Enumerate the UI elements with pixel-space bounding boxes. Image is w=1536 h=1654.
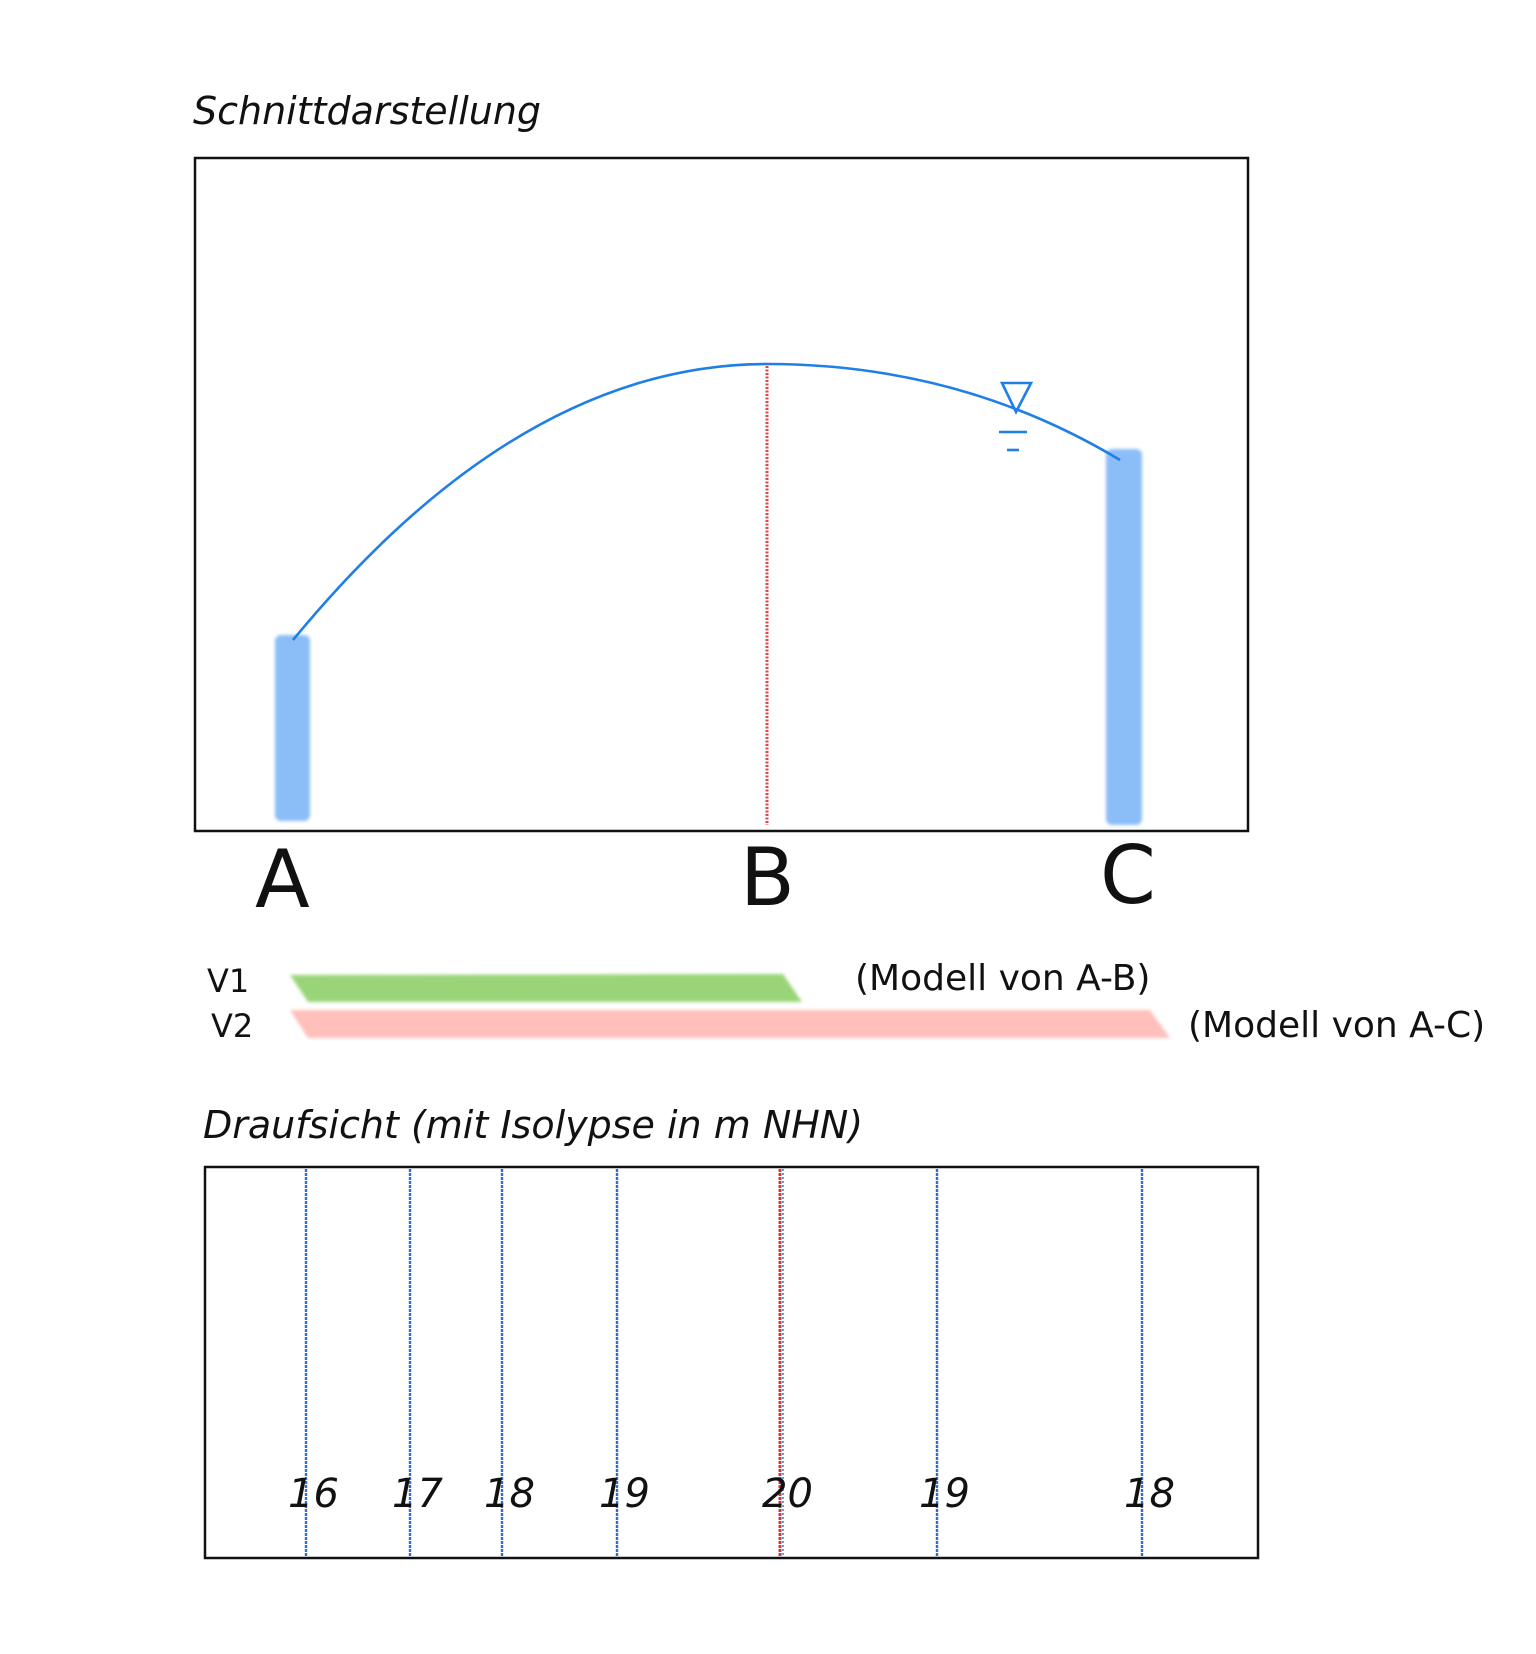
isoline-label-6: 19 [919, 1471, 970, 1517]
well-c [1106, 449, 1142, 825]
plan-view-title: Draufsicht (mit Isolypse in m NHN) [203, 1103, 863, 1147]
plan-frame [203, 1165, 1260, 1560]
variant-label-v2: V2 [211, 1007, 253, 1045]
isoline-label-5: 20 [762, 1471, 813, 1517]
variant-label-v1: V1 [207, 962, 249, 1000]
isoline-label-3: 18 [484, 1471, 535, 1517]
isoline-label-4: 19 [599, 1471, 650, 1517]
isoline-label-1: 16 [288, 1471, 339, 1517]
well-a [275, 635, 310, 821]
variant-note-v2: (Modell von A-C) [1188, 1005, 1485, 1046]
isolines-group: 16 17 18 19 20 19 18 [288, 1169, 1175, 1556]
water-table-curve [291, 362, 1121, 641]
variant-note-v1: (Modell von A-B) [855, 958, 1150, 999]
section-view-title: Schnittdarstellung [193, 89, 541, 133]
point-label-c: C [1100, 829, 1156, 922]
isoline-label-7: 18 [1124, 1471, 1175, 1517]
section-frame [193, 156, 1250, 833]
point-label-b: B [740, 831, 795, 924]
isoline-label-2: 17 [392, 1471, 443, 1517]
variant-bar-v1 [290, 974, 802, 1002]
water-level-triangle-icon [999, 381, 1034, 452]
point-label-a: A [255, 833, 310, 926]
variant-bar-v2 [290, 1010, 1170, 1038]
